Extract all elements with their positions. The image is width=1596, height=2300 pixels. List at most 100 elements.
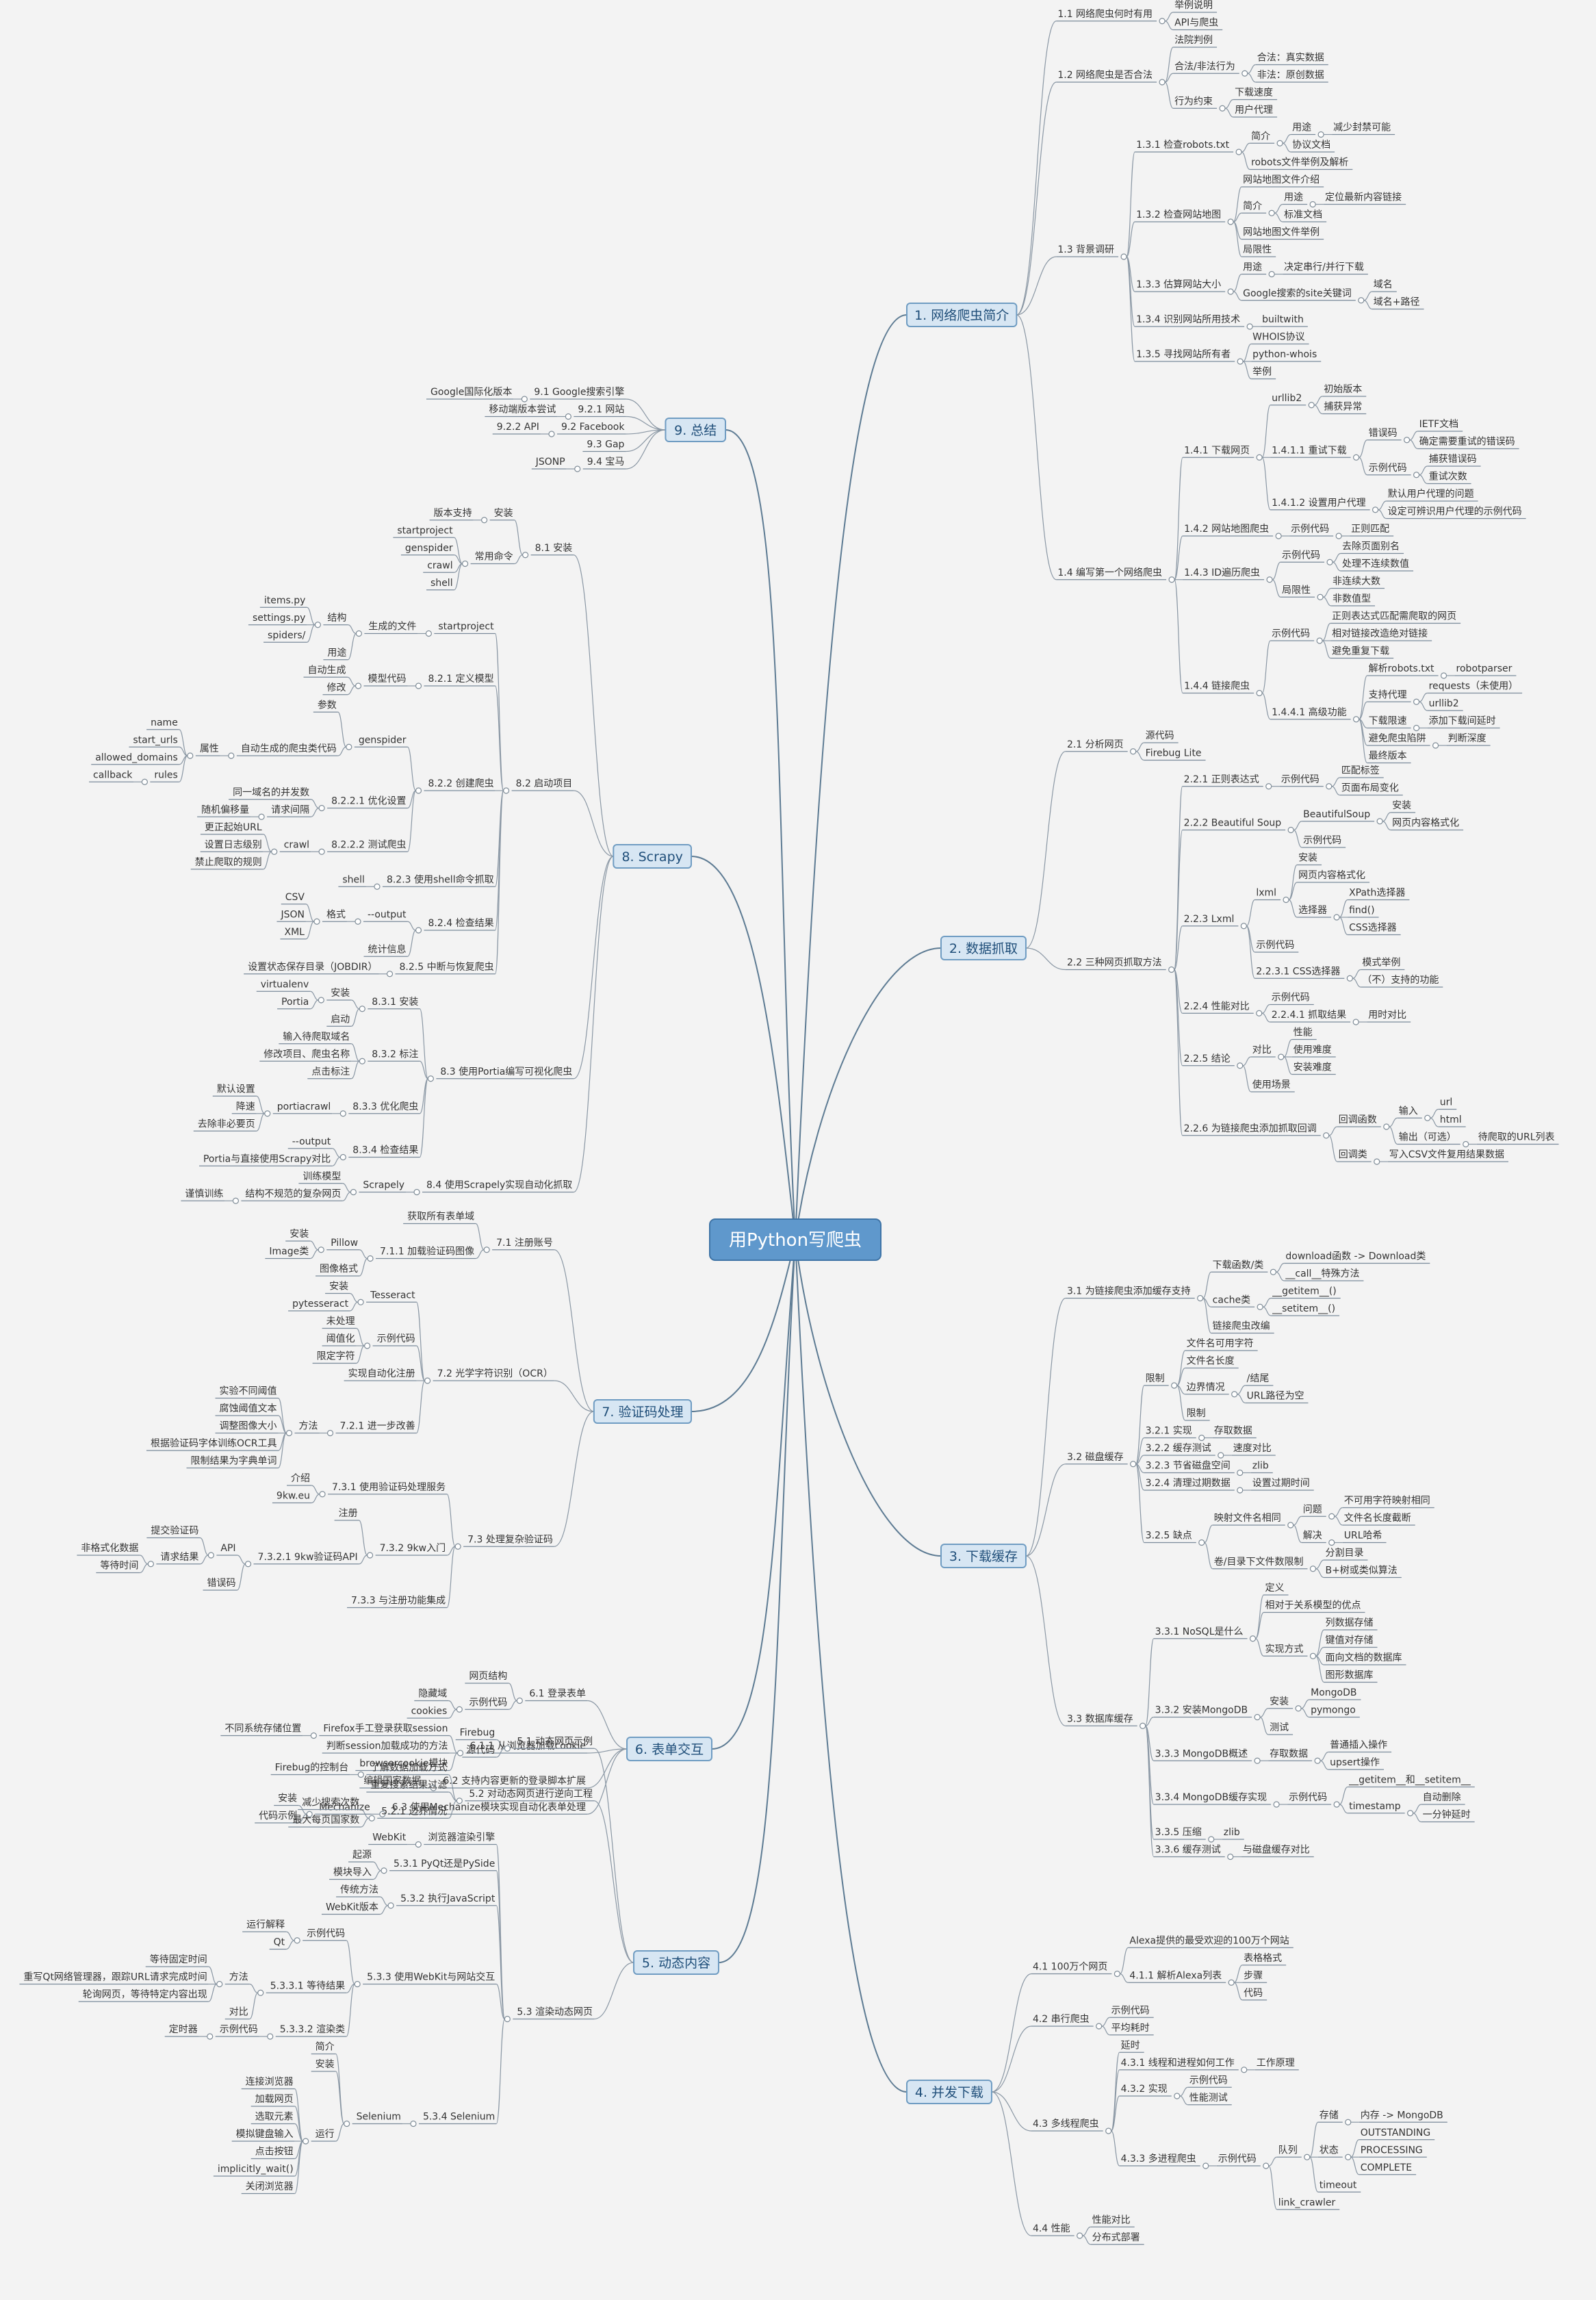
node-session[interactable]: 判断session加载成功的方法 [322, 1741, 450, 1754]
collapse-toggle-icon[interactable] [1241, 2067, 1248, 2073]
node-start-urls[interactable]: start_urls [129, 734, 179, 748]
collapse-toggle-icon[interactable] [379, 1811, 386, 1817]
node-node[interactable]: 轮询网页，等待特定内容出现 [78, 1989, 209, 2002]
collapse-toggle-icon[interactable] [1270, 1268, 1276, 1275]
node-3-3-1-nosql[interactable]: 3.3.1 NoSQL是什么 [1153, 1626, 1257, 1642]
node-node[interactable]: 自动生成的爬虫类代码 [228, 743, 338, 759]
node-complete[interactable]: COMPLETE [1359, 2162, 1417, 2175]
node-robots-txt[interactable]: 解析robots.txt [1367, 663, 1447, 679]
collapse-toggle-icon[interactable] [1309, 1566, 1317, 1572]
collapse-toggle-icon[interactable] [1372, 507, 1379, 513]
node-1-3-2[interactable]: 1.3.2 检查网站地图 [1135, 209, 1234, 225]
node-node[interactable]: 性能测试 [1187, 2093, 1232, 2106]
node-7-3-2-9kw[interactable]: 7.3.2 9kw入门 [366, 1543, 448, 1559]
node-node[interactable]: 存储 [1317, 2110, 1352, 2125]
collapse-toggle-icon[interactable] [1295, 1705, 1302, 1712]
node-python-whois[interactable]: python-whois [1251, 349, 1322, 362]
collapse-toggle-icon[interactable] [1374, 1158, 1380, 1165]
collapse-toggle-icon[interactable] [415, 1841, 422, 1848]
collapse-toggle-icon[interactable] [481, 517, 488, 524]
collapse-toggle-icon[interactable] [1317, 593, 1324, 600]
node-node[interactable]: 格式 [313, 909, 347, 925]
collapse-toggle-icon[interactable] [1218, 1452, 1224, 1459]
node-9-2-facebook[interactable]: 9.2 Facebook [548, 422, 626, 437]
node-node[interactable]: 分割目录 [1324, 1547, 1368, 1561]
node-5-3[interactable]: 5.3 渲染动态网页 [504, 2007, 595, 2023]
collapse-toggle-icon[interactable] [1237, 1062, 1244, 1069]
node-node[interactable]: 定位最新内容链接 [1324, 192, 1406, 205]
node-node[interactable]: 重试次数 [1427, 472, 1471, 485]
node-node[interactable]: 示例代码 [1254, 940, 1299, 953]
node-node[interactable]: 减少封禁可能 [1332, 123, 1395, 136]
node-node[interactable]: 默认用户代理的问题 [1386, 488, 1478, 502]
node-browsercookie[interactable]: browsercookie模块 [355, 1759, 450, 1772]
collapse-toggle-icon[interactable] [548, 431, 555, 437]
collapse-toggle-icon[interactable] [1278, 1053, 1285, 1060]
node-3-2-5[interactable]: 3.2.5 缺点 [1144, 1531, 1205, 1546]
main-branch-6[interactable]: 8. Scrapy [613, 844, 693, 869]
collapse-toggle-icon[interactable] [1237, 1469, 1244, 1477]
node-mechanize[interactable]: Mechanize [306, 1802, 372, 1817]
collapse-toggle-icon[interactable] [1240, 923, 1247, 930]
node-name[interactable]: name [146, 717, 179, 730]
node-firebug[interactable]: Firebug的控制台 [270, 1763, 350, 1776]
node-node[interactable]: 非格式化数据 [77, 1543, 140, 1556]
node-1-3-1-robots-txt[interactable]: 1.3.1 检查robots.txt [1135, 140, 1242, 155]
collapse-toggle-icon[interactable] [430, 1785, 437, 1791]
node-node[interactable]: 限定字符 [312, 1351, 357, 1364]
node-6-2[interactable]: 6.2 支持内容更新的登录脚本扩展 [430, 1775, 588, 1791]
collapse-toggle-icon[interactable] [310, 1732, 317, 1739]
node-crawl[interactable]: crawl [271, 839, 311, 855]
collapse-toggle-icon[interactable] [504, 1745, 511, 1752]
node-3-3-2-mongodb[interactable]: 3.3.2 安装MongoDB [1153, 1705, 1261, 1721]
collapse-toggle-icon[interactable] [1326, 559, 1333, 565]
node-node[interactable]: 模式举例 [1361, 958, 1405, 971]
node-7-2-ocr[interactable]: 7.2 光学字符识别（OCR） [424, 1368, 554, 1384]
node-node[interactable]: 版本支持 [429, 508, 474, 521]
node-1-4-2[interactable]: 1.4.2 网站地图爬虫 [1183, 524, 1282, 539]
collapse-toggle-icon[interactable] [1383, 1123, 1390, 1130]
collapse-toggle-icon[interactable] [1140, 1722, 1146, 1729]
node-node[interactable]: 测试 [1268, 1722, 1293, 1735]
node-html[interactable]: html [1438, 1114, 1466, 1127]
node-node[interactable]: 示例代码 [294, 1928, 347, 1944]
node-pymongo[interactable]: pymongo [1309, 1705, 1360, 1718]
node-2-2-4-1[interactable]: 2.2.4.1 抓取结果 [1270, 1010, 1359, 1025]
node-csv[interactable]: 写入CSV文件复用结果数据 [1387, 1149, 1509, 1162]
collapse-toggle-icon[interactable] [1231, 1391, 1238, 1398]
node-node[interactable]: 起源 [348, 1850, 374, 1863]
collapse-toggle-icon[interactable] [1254, 1713, 1261, 1721]
collapse-toggle-icon[interactable] [232, 1197, 240, 1204]
collapse-toggle-icon[interactable] [1287, 826, 1294, 834]
node-startproject[interactable]: startproject [393, 525, 454, 538]
node-timeout[interactable]: timeout [1317, 2180, 1361, 2193]
collapse-toggle-icon[interactable] [1197, 1294, 1204, 1302]
node-node[interactable]: 编辑国家数据 [359, 1775, 423, 1789]
node-node[interactable]: 域名+路径 [1372, 297, 1424, 310]
node-node[interactable]: 阈值化 [322, 1333, 357, 1346]
node-portia[interactable]: Portia [277, 997, 311, 1010]
node-node[interactable]: 域名 [1372, 279, 1397, 292]
collapse-toggle-icon[interactable] [344, 2120, 350, 2128]
node-output[interactable]: --output [355, 909, 408, 925]
collapse-toggle-icon[interactable] [1228, 1979, 1235, 1986]
node-4-4[interactable]: 4.4 性能 [1031, 2223, 1083, 2239]
node-setitem[interactable]: __setitem__() [1271, 1303, 1340, 1316]
node-node[interactable]: 捕获异常 [1322, 402, 1367, 415]
node-node[interactable]: 协议文档 [1291, 140, 1335, 153]
node-rules[interactable]: rules [141, 769, 179, 785]
node-node[interactable]: 安装 [1268, 1696, 1302, 1712]
collapse-toggle-icon[interactable] [1440, 672, 1447, 679]
node-implicitly-wait[interactable]: implicitly_wait() [213, 2164, 295, 2177]
collapse-toggle-icon[interactable] [381, 1867, 387, 1874]
node-alexa-100[interactable]: Alexa提供的最受欢迎的100万个网站 [1128, 1935, 1293, 1948]
node-node[interactable]: 错误码 [1367, 428, 1411, 444]
node-node[interactable]: 问题 [1301, 1504, 1335, 1520]
node-node[interactable]: 状态 [1317, 2145, 1352, 2160]
node-5-3-1-pyqt-pyside[interactable]: 5.3.1 PyQt还是PySide [381, 1858, 497, 1874]
node-node[interactable]: 避免爬虫陷阱 [1367, 733, 1439, 749]
collapse-toggle-icon[interactable] [1263, 2162, 1270, 2169]
collapse-toggle-icon[interactable] [456, 1706, 463, 1713]
node-9-2-2-api[interactable]: 9.2.2 API [492, 422, 541, 435]
node-4-1-1-alexa[interactable]: 4.1.1 解析Alexa列表 [1128, 1970, 1235, 1986]
